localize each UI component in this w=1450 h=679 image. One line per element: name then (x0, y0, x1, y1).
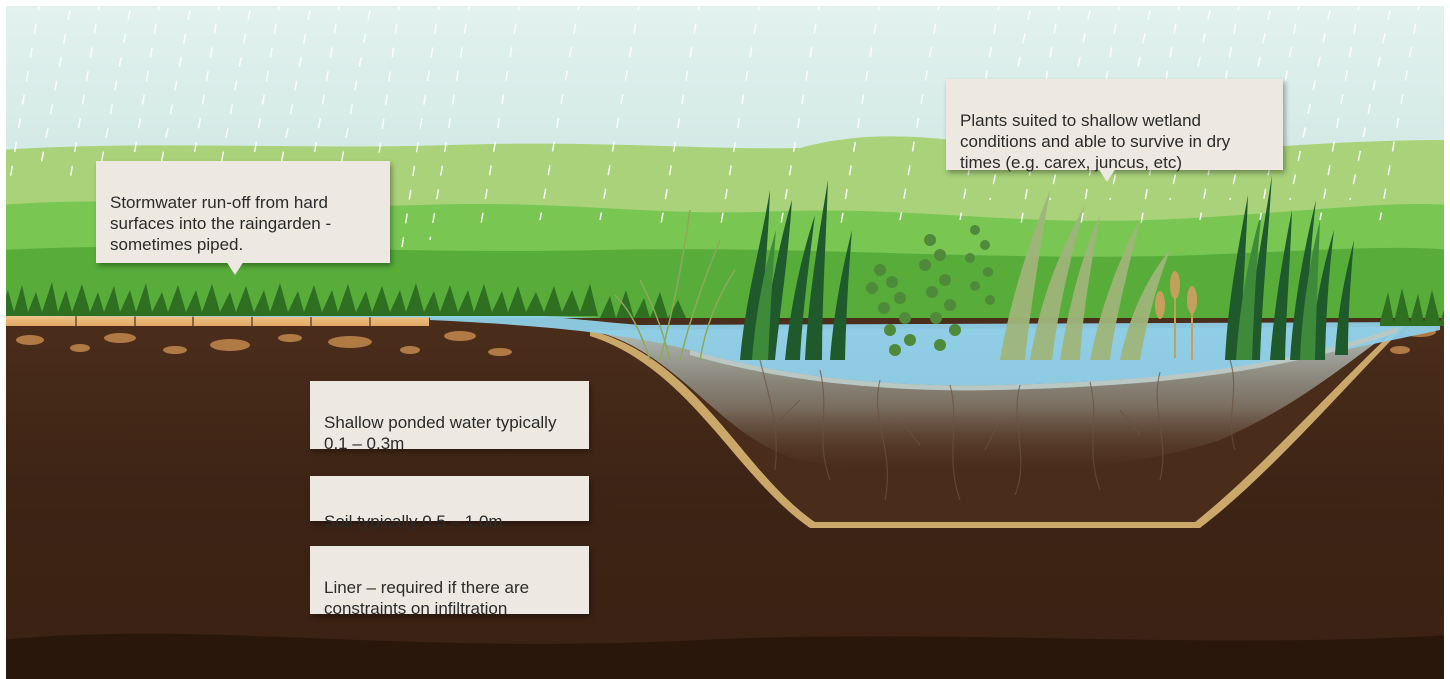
plant-roots (759, 359, 1236, 501)
ponded-water (430, 312, 1440, 386)
callout-plants-pointer (1098, 168, 1116, 182)
soil-stratum (0, 633, 1450, 679)
callout-liner-text: Liner – required if there are constraint… (324, 578, 530, 618)
wetland-plants (614, 175, 1354, 361)
callout-runoff: Stormwater run-off from hard surfaces in… (96, 161, 390, 275)
gravel (16, 327, 1436, 356)
grass-edge (0, 282, 1450, 326)
callout-soil-text: Soil typically 0.5 – 1.0m (324, 512, 503, 531)
callout-runoff-pointer (226, 261, 244, 275)
callout-ponded-water-text: Shallow ponded water typically 0.1 – 0.3… (324, 413, 557, 453)
callout-plants: Plants suited to shallow wetland conditi… (946, 79, 1283, 182)
callout-plants-text: Plants suited to shallow wetland conditi… (960, 111, 1231, 172)
callout-liner: Liner – required if there are constraint… (310, 546, 589, 618)
callout-soil: Soil typically 0.5 – 1.0m (310, 476, 589, 531)
soil-stratum (0, 487, 1450, 679)
callout-ponded-water: Shallow ponded water typically 0.1 – 0.3… (310, 381, 589, 453)
callout-runoff-text: Stormwater run-off from hard surfaces in… (110, 193, 332, 254)
